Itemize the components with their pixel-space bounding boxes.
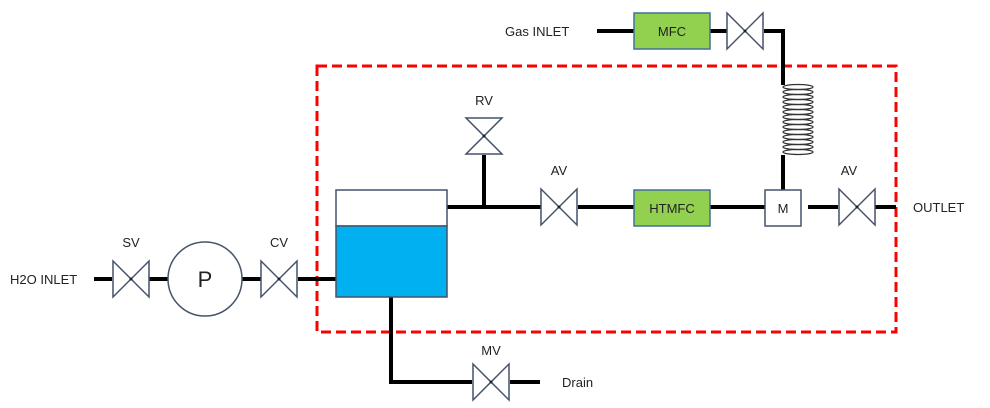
cv-valve[interactable] xyxy=(260,259,298,299)
coil-turn xyxy=(782,143,814,151)
coil-turn xyxy=(782,148,814,156)
coil-turn xyxy=(782,108,814,116)
water-level xyxy=(335,225,448,298)
water-tank xyxy=(335,189,448,298)
mixer[interactable]: M xyxy=(764,189,802,227)
rv-label: RV xyxy=(475,93,493,108)
htmfc-label: HTMFC xyxy=(649,201,695,216)
h2o-inlet-label: H2O INLET xyxy=(10,272,77,287)
pump[interactable]: P xyxy=(167,241,243,317)
coil-turn xyxy=(782,133,814,141)
htmfc[interactable]: HTMFC xyxy=(633,189,711,227)
coil-turn xyxy=(782,88,814,96)
rv-valve[interactable] xyxy=(464,117,504,155)
coil-turn xyxy=(782,93,814,101)
coil-turn xyxy=(782,128,814,136)
mfc[interactable]: MFC xyxy=(633,12,711,50)
coil-turn xyxy=(782,98,814,106)
av-label-1: AV xyxy=(551,163,568,178)
coil-turn xyxy=(782,118,814,126)
coil-turn xyxy=(782,103,814,111)
gas-valve[interactable] xyxy=(726,11,764,51)
cv-label: CV xyxy=(270,235,288,250)
mv-valve[interactable] xyxy=(472,362,510,402)
drain-label: Drain xyxy=(562,375,593,390)
coil-turn xyxy=(782,113,814,121)
sv-label: SV xyxy=(122,235,140,250)
gas-inlet-label: Gas INLET xyxy=(505,24,569,39)
sv-valve[interactable] xyxy=(112,259,150,299)
coil-turn xyxy=(782,83,814,91)
av-valve-2[interactable] xyxy=(838,187,876,227)
mfc-label: MFC xyxy=(658,24,686,39)
pump-label: P xyxy=(198,267,213,292)
mixer-label: M xyxy=(778,201,789,216)
mv-label: MV xyxy=(481,343,501,358)
heating-coil xyxy=(782,83,814,156)
av-label-2: AV xyxy=(841,163,858,178)
coil-turn xyxy=(782,138,814,146)
av-valve-1[interactable] xyxy=(540,187,578,227)
heated-zone-boundary xyxy=(315,64,898,334)
coil-turn xyxy=(782,123,814,131)
outlet-label: OUTLET xyxy=(913,200,964,215)
pipes xyxy=(94,29,896,384)
